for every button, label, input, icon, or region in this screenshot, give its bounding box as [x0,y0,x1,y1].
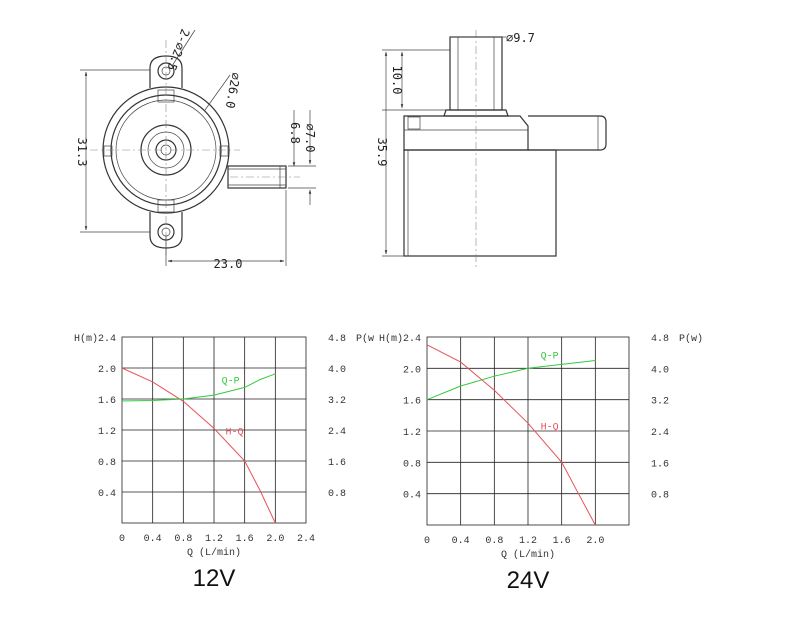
chart-24v: 0 0.4 0.8 1.2 1.6 2.0 0.4 0.8 1.2 1.6 2.0 2.4 0.8 1.6… [379,333,703,594]
series-line-q-p [121,373,276,402]
dim-23-0: 23.0 [214,257,243,271]
y2-tick-label: 4.0 [328,365,346,376]
y-tick-label: 2.4 [98,334,116,345]
dim-10-0: 10.0 [390,66,404,95]
y-tick-label: 0.8 [98,458,116,469]
y2-axis-label: P(w) [679,333,703,345]
x-tick-label: 2.0 [266,534,284,545]
x-tick-label: 2.4 [297,534,315,545]
y-tick-label: 1.2 [403,428,421,439]
x-axis-label: Q (L/min) [187,547,241,559]
motor-body [403,149,557,257]
y2-tick-label: 4.8 [651,334,669,345]
y2-tick-label: 4.0 [651,365,669,376]
dim-6-8: 6.8 [288,122,302,144]
chart-12v: 0 0.4 0.8 1.2 1.6 2.0 2.4 0.4 0.8 1.2 1.6 2.0 2.4 0.8… [74,333,374,592]
y2-tick-label: 0.8 [328,489,346,500]
series-line-q-p [426,360,596,401]
x-tick-label: 0.8 [174,534,192,545]
x-tick-label: 0 [424,536,430,547]
y-tick-label: 2.4 [403,334,421,345]
dim-31-3: 31.3 [75,138,89,167]
y-tick-label: 1.2 [98,427,116,438]
x-tick-label: 0 [119,534,125,545]
x-axis-label: Q (L/min) [501,549,555,561]
y-tick-label: 1.6 [98,396,116,407]
x-tick-label: 1.2 [205,534,223,545]
chart-title: 12V [193,565,236,592]
x-tick-label: 2.0 [586,536,604,547]
dim-2x2-5: 2-⌀2.5 [164,27,192,73]
x-tick-label: 1.6 [553,536,571,547]
x-tick-label: 0.8 [485,536,503,547]
series-line-h-q [426,344,596,526]
dim-7-0: ⌀7.0 [303,124,317,153]
y-tick-label: 1.6 [403,397,421,408]
y2-tick-label: 2.4 [651,428,669,439]
y2-tick-label: 4.8 [328,334,346,345]
y-tick-label: 2.0 [98,365,116,376]
series-line-h-q [121,367,276,524]
y2-axis-label: P(w [356,333,374,345]
y-axis-label: H(m) [74,333,98,345]
dim-9-7: ⌀9.7 [506,31,535,45]
y-axis-label: H(m) [379,333,403,345]
y2-tick-label: 2.4 [328,427,346,438]
front-view: 31.3 2-⌀2.5 ⌀26.0 ⌀7.0 6.8 23.0 [75,27,317,271]
y2-tick-label: 0.8 [651,491,669,502]
y-tick-label: 0.8 [403,459,421,470]
series-label-h-q: H-Q [226,427,244,438]
y2-tick-label: 1.6 [328,458,346,469]
dim-35-9: 35.9 [375,138,389,167]
y-tick-label: 2.0 [403,365,421,376]
side-view: ⌀9.7 10.0 35.9 [375,30,607,270]
chart-title: 24V [507,567,550,594]
dim-26-0: ⌀26.0 [223,71,243,109]
pump-head [403,115,529,151]
x-tick-label: 0.4 [144,534,162,545]
x-tick-label: 1.6 [236,534,254,545]
series-label-h-q: H-Q [541,422,559,433]
series-label-q-p: Q-P [222,376,240,387]
x-tick-label: 0.4 [452,536,470,547]
y-tick-label: 0.4 [403,491,421,502]
y2-tick-label: 1.6 [651,459,669,470]
series-label-q-p: Q-P [541,351,559,362]
y2-tick-label: 3.2 [651,397,669,408]
y-tick-label: 0.4 [98,489,116,500]
y2-tick-label: 3.2 [328,396,346,407]
x-tick-label: 1.2 [519,536,537,547]
